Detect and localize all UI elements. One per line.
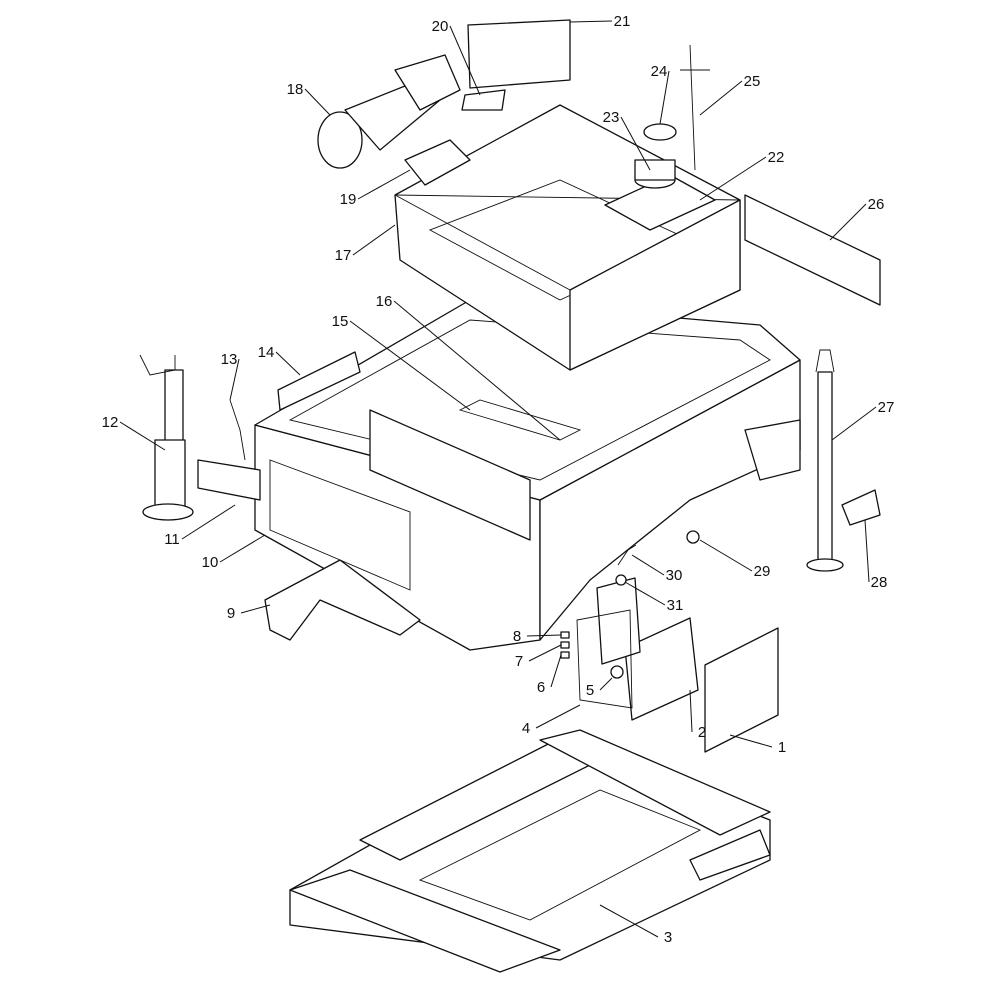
elbow-30: [617, 544, 637, 566]
leader-line-1: [729, 734, 773, 748]
leader-line-25: [699, 80, 743, 116]
leader-line-31: [624, 581, 666, 606]
leader-line-4: [535, 704, 581, 729]
callout-label-9: 9: [227, 605, 235, 622]
callout-label-25: 25: [744, 73, 761, 90]
callout-label-13: 13: [221, 351, 238, 368]
leader-line-21: [569, 20, 613, 23]
drawbar-11: [197, 459, 261, 501]
callout-label-6: 6: [537, 679, 545, 696]
callout-label-24: 24: [651, 63, 668, 80]
plate-2: [624, 617, 699, 721]
leader-line-28: [864, 519, 870, 583]
main-chassis: [254, 299, 801, 651]
leader-line-12: [119, 421, 166, 451]
plug-29: [686, 530, 700, 544]
callout-label-3: 3: [664, 929, 672, 946]
callout-label-14: 14: [258, 344, 275, 361]
hitch-9: [264, 559, 421, 641]
sensor-25: [680, 44, 710, 171]
leader-line-3: [599, 904, 659, 938]
leader-line-16: [393, 300, 561, 441]
leader-line-8: [526, 634, 562, 637]
leader-line-10: [219, 534, 266, 563]
leader-line-22: [699, 156, 767, 201]
clamp-28: [841, 489, 881, 526]
callout-label-28: 28: [871, 574, 888, 591]
callout-label-20: 20: [432, 18, 449, 35]
leader-line-20: [449, 25, 481, 96]
leader-line-13: [229, 358, 240, 401]
callout-label-26: 26: [868, 196, 885, 213]
callout-label-21: 21: [614, 13, 631, 30]
callout-label-22: 22: [768, 149, 785, 166]
filler-body: [634, 159, 676, 181]
fitting-7: [560, 641, 570, 649]
callout-label-15: 15: [332, 313, 349, 330]
callout-label-1: 1: [778, 739, 786, 756]
leader-line-2: [689, 689, 693, 733]
leader-line-26: [829, 203, 867, 241]
plate-1: [704, 627, 779, 753]
leader-line-29: [699, 539, 753, 572]
jack-stand-27: [806, 349, 844, 572]
leader-line-9: [240, 604, 271, 614]
battery-bracket-20: [461, 89, 506, 111]
base-frame: [289, 729, 771, 973]
battery-21: [467, 19, 571, 89]
leader-line-15: [349, 320, 471, 411]
callout-label-10: 10: [202, 554, 219, 571]
parts-drawing: [139, 19, 881, 973]
jack-stand-12: [139, 354, 194, 521]
callout-label-16: 16: [376, 293, 393, 310]
bracket-13: [229, 399, 246, 461]
leader-line-27: [831, 406, 877, 441]
leader-line-24: [659, 70, 670, 125]
leader-line-19: [357, 169, 411, 200]
panel-26: [744, 194, 881, 306]
cap-24: [643, 123, 677, 141]
callout-label-2: 2: [698, 724, 706, 741]
callout-label-30: 30: [666, 567, 683, 584]
leader-line-17: [352, 224, 396, 256]
callout-label-27: 27: [878, 399, 895, 416]
leader-line-14: [275, 351, 301, 376]
leader-line-30: [631, 554, 665, 576]
pump-18: [317, 54, 461, 169]
callout-label-17: 17: [335, 247, 352, 264]
leader-line-6: [550, 654, 562, 688]
leader-line-23: [620, 116, 651, 171]
leader-line-11: [181, 504, 236, 540]
callout-label-4: 4: [522, 720, 530, 737]
callout-label-8: 8: [513, 628, 521, 645]
callout-label-19: 19: [340, 191, 357, 208]
callout-label-31: 31: [667, 597, 684, 614]
leader-line-5: [599, 677, 613, 691]
callout-label-7: 7: [515, 653, 523, 670]
bracket-19: [404, 139, 471, 186]
callout-label-23: 23: [603, 109, 620, 126]
callout-label-18: 18: [287, 81, 304, 98]
callout-label-29: 29: [754, 563, 771, 580]
leader-line-18: [304, 88, 331, 116]
callout-label-5: 5: [586, 682, 594, 699]
callout-label-12: 12: [102, 414, 119, 431]
tank-4: [576, 574, 641, 709]
leader-line-7: [528, 644, 562, 662]
callout-label-11: 11: [164, 531, 180, 548]
fitting-6: [560, 651, 570, 659]
fitting-8: [560, 631, 570, 639]
